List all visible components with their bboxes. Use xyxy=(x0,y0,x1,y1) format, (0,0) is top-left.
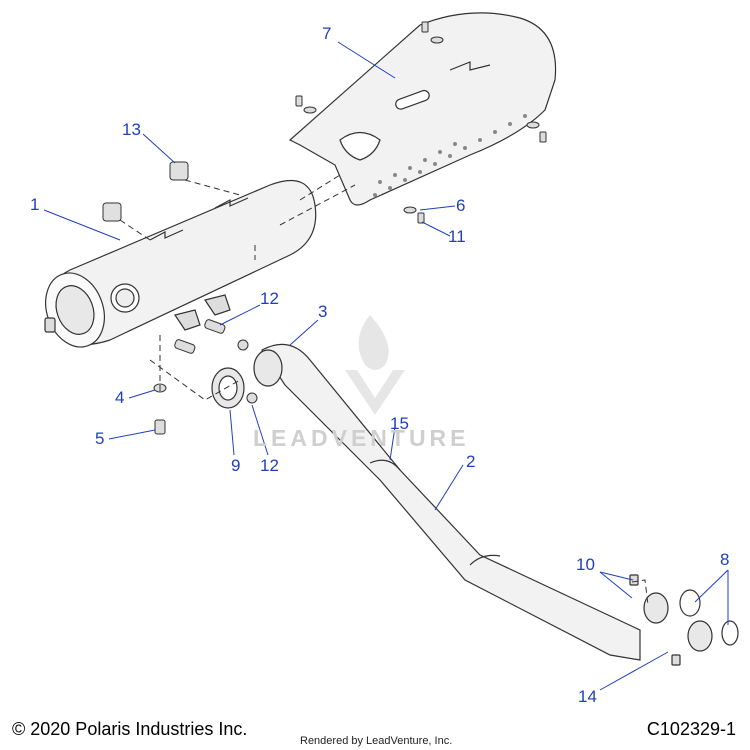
pipe-outlets xyxy=(629,574,739,666)
callout-5: 5 xyxy=(95,429,105,448)
heat-shield xyxy=(288,12,557,206)
springs xyxy=(174,319,258,404)
callout-12a: 12 xyxy=(260,289,279,308)
callout-2: 2 xyxy=(466,452,476,471)
callout-14: 14 xyxy=(578,687,597,706)
callout-9: 9 xyxy=(231,456,241,475)
callout-13: 13 xyxy=(122,120,141,139)
callout-12b: 12 xyxy=(260,456,279,475)
gasket xyxy=(211,367,245,409)
callout-8: 8 xyxy=(720,550,730,569)
callout-10: 10 xyxy=(576,555,595,574)
watermark-logo xyxy=(345,315,405,415)
copyright-text: © 2020 Polaris Industries Inc. xyxy=(12,719,248,739)
diagram-id: C102329-1 xyxy=(646,719,736,739)
callout-6: 6 xyxy=(456,196,466,215)
rubber-mounts xyxy=(102,161,189,222)
assembly-dashed-lines xyxy=(119,174,649,606)
callout-3: 3 xyxy=(318,302,328,321)
callout-11: 11 xyxy=(448,227,466,246)
muffler xyxy=(44,179,317,348)
callout-7: 7 xyxy=(322,24,332,43)
head-pipe xyxy=(253,343,641,661)
heat-shield-bolts xyxy=(295,21,547,224)
callout-15: 15 xyxy=(390,414,409,433)
callout-1: 1 xyxy=(30,195,40,214)
leader-lines xyxy=(43,41,729,691)
washer-bolt xyxy=(153,383,167,435)
rendered-by-text: Rendered by LeadVenture, Inc. xyxy=(300,735,453,747)
callout-4: 4 xyxy=(115,388,125,407)
watermark-text: LEADVENTURE xyxy=(253,425,470,451)
